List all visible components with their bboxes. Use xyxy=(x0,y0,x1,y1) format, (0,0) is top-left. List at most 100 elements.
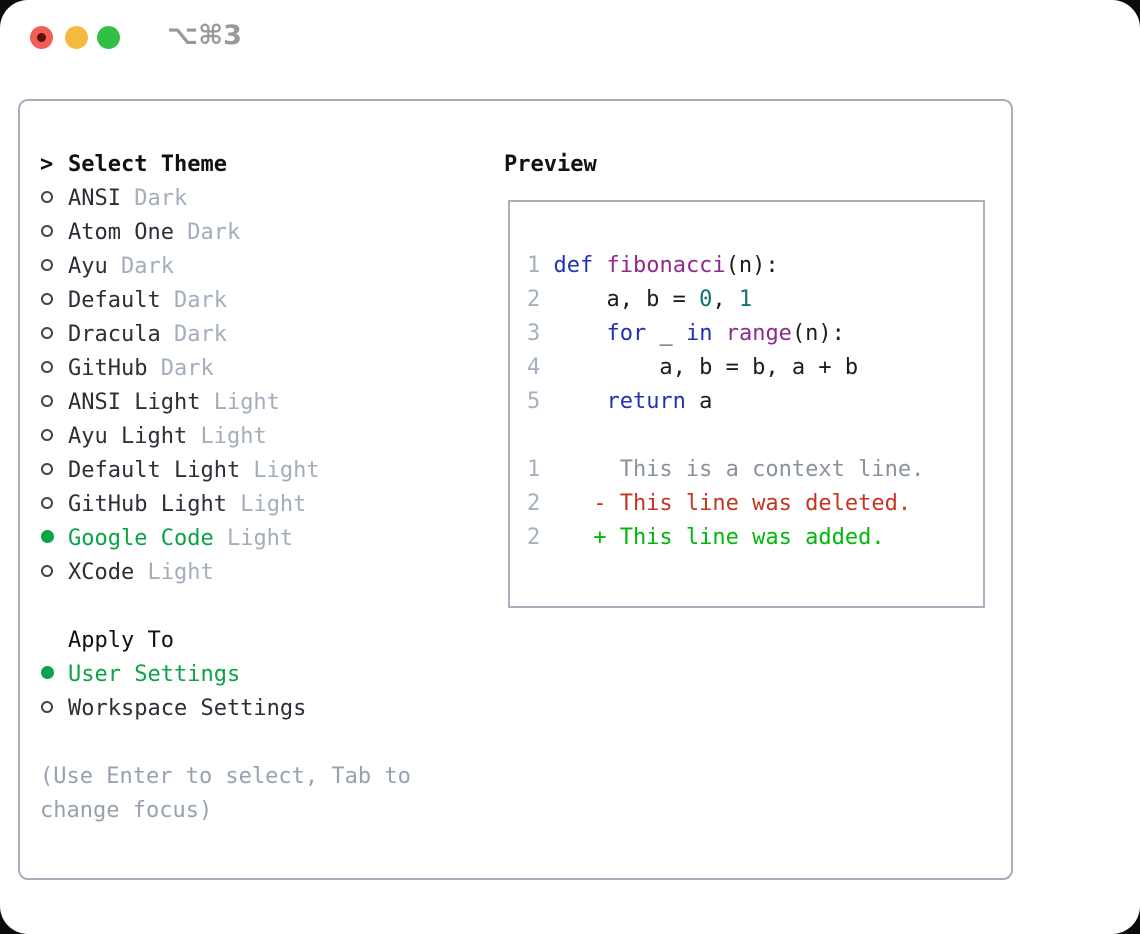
radio-unselected-icon xyxy=(40,454,68,488)
line-number: 2 xyxy=(527,525,541,550)
help-text: (Use Enter to select, Tab to change focu… xyxy=(40,764,411,823)
theme-name: Default xyxy=(68,288,161,313)
theme-option[interactable]: GitHub Light Light xyxy=(40,488,444,522)
code-line: 3 for _ in range(n): xyxy=(527,317,983,351)
theme-option[interactable]: Default Light Light xyxy=(40,454,444,488)
code-token: 1 xyxy=(738,287,753,312)
theme-option[interactable]: Ayu Dark xyxy=(40,250,444,284)
zoom-button-icon[interactable] xyxy=(97,26,120,49)
code-token: fibonacci xyxy=(606,253,726,278)
code-line: 5 return a xyxy=(527,385,983,419)
theme-name: Ayu Light xyxy=(68,424,188,449)
theme-name: Atom One xyxy=(68,220,174,245)
code-token: , xyxy=(712,287,739,312)
code-token: range xyxy=(725,321,792,346)
title-bar: ⌥⌘3 xyxy=(0,0,1140,75)
radio-unselected-icon xyxy=(40,488,68,522)
theme-option[interactable]: Default Dark xyxy=(40,284,444,318)
radio-unselected-icon xyxy=(40,352,68,386)
theme-variant: Light xyxy=(134,560,214,585)
window-title: ⌥⌘3 xyxy=(167,20,242,51)
theme-variant: Light xyxy=(226,492,307,517)
select-theme-header: > Select Theme xyxy=(40,148,444,182)
theme-name: Default Light xyxy=(68,458,241,483)
line-number: 5 xyxy=(527,389,541,414)
line-number: 4 xyxy=(527,355,541,380)
code-line: 2 a, b = 0, 1 xyxy=(527,283,983,317)
theme-name: ANSI Light xyxy=(68,390,201,415)
radio-unselected-icon xyxy=(40,216,68,250)
line-number: 1 xyxy=(527,457,541,482)
theme-option[interactable]: Google Code Light xyxy=(40,522,444,556)
radio-unselected-icon xyxy=(40,182,68,216)
code-token: a, b = xyxy=(553,287,700,312)
theme-name: ANSI xyxy=(68,186,121,211)
radio-unselected-icon xyxy=(40,284,68,318)
theme-name: XCode xyxy=(68,560,135,585)
theme-name: Google Code xyxy=(68,526,214,551)
radio-unselected-icon xyxy=(40,692,68,726)
theme-variant: Light xyxy=(240,458,320,483)
apply-to-title: Apply To xyxy=(68,628,174,653)
radio-unselected-icon xyxy=(40,556,68,590)
radio-unselected-icon xyxy=(40,318,68,352)
apply-option-name: User Settings xyxy=(68,662,241,687)
theme-variant: Light xyxy=(187,424,267,449)
diff-text: This is a context line. xyxy=(553,457,925,482)
theme-option[interactable]: Dracula Dark xyxy=(40,318,444,352)
radio-unselected-icon xyxy=(40,386,68,420)
code-token: in xyxy=(685,321,713,346)
theme-option[interactable]: Ayu Light Light xyxy=(40,420,444,454)
preview-title: Preview xyxy=(504,152,597,177)
line-number: 2 xyxy=(527,491,541,516)
theme-variant: Light xyxy=(200,390,280,415)
code-line: 4 a, b = b, a + b xyxy=(527,351,983,385)
diff-line: 1 This is a context line. xyxy=(527,453,983,487)
apply-option[interactable]: Workspace Settings xyxy=(40,692,444,726)
theme-option[interactable]: ANSI Dark xyxy=(40,182,444,216)
theme-variant: Dark xyxy=(173,220,241,245)
theme-option[interactable]: ANSI Light Light xyxy=(40,386,444,420)
cursor-icon: > xyxy=(40,152,54,177)
diff-text: - This line was deleted. xyxy=(553,491,912,516)
theme-option[interactable]: XCode Light xyxy=(40,556,444,590)
diff-sample: 1 This is a context line.2 - This line w… xyxy=(527,453,983,555)
code-token: 0 xyxy=(699,287,713,312)
theme-variant: Dark xyxy=(160,288,227,313)
code-token: a, b = b, a + b xyxy=(553,355,859,380)
code-line: 1 def fibonacci(n): xyxy=(527,249,983,283)
line-number: 1 xyxy=(527,253,541,278)
code-token: def xyxy=(553,253,594,278)
code-token xyxy=(593,253,606,278)
close-button-icon[interactable] xyxy=(30,26,53,49)
apply-to-header: Apply To xyxy=(40,624,444,658)
theme-name: Ayu xyxy=(68,254,108,279)
theme-variant: Dark xyxy=(160,322,227,347)
diff-line: 2 - This line was deleted. xyxy=(527,487,983,521)
code-token: (n): xyxy=(791,321,845,346)
code-token xyxy=(712,321,725,346)
theme-name: Dracula xyxy=(68,322,161,347)
theme-variant: Dark xyxy=(147,356,214,381)
code-token xyxy=(553,321,606,346)
code-token: a xyxy=(685,389,713,414)
radio-selected-icon xyxy=(40,522,68,556)
line-number: 3 xyxy=(527,321,541,346)
select-theme-title: Select Theme xyxy=(68,152,227,177)
radio-selected-icon xyxy=(40,658,68,692)
radio-unselected-icon xyxy=(40,420,68,454)
minimize-button-icon[interactable] xyxy=(65,26,88,49)
diff-text: + This line was added. xyxy=(553,525,885,550)
theme-option[interactable]: Atom One Dark xyxy=(40,216,444,250)
apply-option[interactable]: User Settings xyxy=(40,658,444,692)
theme-option[interactable]: GitHub Dark xyxy=(40,352,444,386)
code-token: for xyxy=(606,321,647,346)
code-token: (n): xyxy=(725,253,779,278)
diff-line: 2 + This line was added. xyxy=(527,521,983,555)
line-number: 2 xyxy=(527,287,541,312)
